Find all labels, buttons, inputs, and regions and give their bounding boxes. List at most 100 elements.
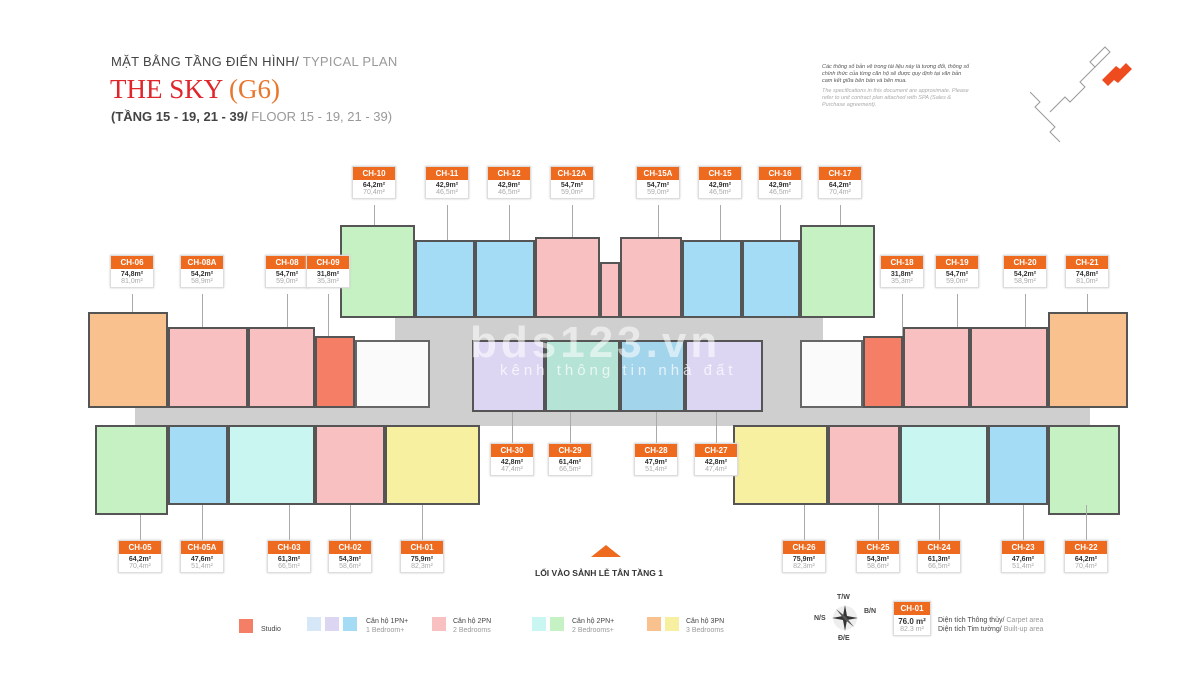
apartment-unit[interactable] (168, 425, 228, 505)
apartment-unit[interactable] (828, 425, 900, 505)
unit-id: CH-23 (1002, 541, 1044, 554)
apartment-unit[interactable] (248, 327, 315, 408)
apartment-unit[interactable] (1048, 425, 1120, 515)
legend-swatch-1pn (343, 617, 357, 631)
corridor (430, 338, 472, 418)
apartment-unit[interactable] (545, 340, 620, 412)
current-block-marker (1102, 63, 1132, 86)
apartment-unit[interactable] (988, 425, 1048, 505)
watermark: bds123.vn (470, 318, 722, 367)
builtup-area: 58,6m² (867, 563, 889, 570)
leader-line (289, 505, 290, 540)
leader-line (716, 412, 717, 443)
unit-id: CH-11 (426, 167, 468, 180)
apartment-unit[interactable] (900, 425, 988, 505)
apartment-unit[interactable] (385, 425, 480, 505)
entrance-label: LỐI VÀO SẢNH LỄ TÂN TẦNG 1 (535, 568, 663, 578)
builtup-area: 35,3m² (317, 278, 339, 285)
carpet-area: 42,9m² (497, 182, 521, 189)
apartment-unit[interactable] (742, 240, 800, 318)
builtup-area: 47,4m² (501, 466, 523, 473)
compass-rose-icon (832, 605, 858, 631)
leader-line (374, 205, 375, 225)
unit-id: CH-17 (819, 167, 861, 180)
apartment-unit[interactable] (685, 340, 763, 412)
apartment-unit[interactable] (970, 327, 1048, 408)
apartment-unit[interactable] (682, 240, 742, 318)
apartment-unit[interactable] (415, 240, 475, 318)
apartment-unit[interactable] (600, 262, 620, 318)
leader-line (328, 294, 329, 336)
apartment-unit[interactable] (228, 425, 315, 505)
leader-line (350, 505, 351, 540)
apartment-unit[interactable] (800, 225, 875, 318)
builtup-area: 66,5m² (559, 466, 581, 473)
leader-line (902, 294, 903, 336)
apartment-unit[interactable] (863, 336, 903, 408)
legend-swatch-3pn (665, 617, 679, 631)
legend-swatch-1pn (307, 617, 321, 631)
key-unit-label: CH-01 76.0 m² 82.3 m² (893, 601, 931, 636)
apartment-unit[interactable] (95, 425, 168, 515)
leader-line (140, 515, 141, 540)
apartment-unit[interactable] (1048, 312, 1128, 408)
unit-id: CH-19 (936, 256, 978, 269)
corridor (135, 406, 1090, 426)
apartment-unit[interactable] (535, 237, 600, 318)
builtup-area: 46,5m² (436, 189, 458, 196)
apartment-unit[interactable] (620, 340, 685, 412)
apartment-unit[interactable] (475, 240, 535, 318)
apartment-unit[interactable] (620, 237, 682, 318)
apartment-unit[interactable] (472, 340, 545, 412)
apartment-unit[interactable] (733, 425, 828, 505)
carpet-area: 47,6m² (190, 556, 214, 563)
apartment-unit[interactable] (315, 336, 355, 408)
apartment-unit[interactable] (315, 425, 385, 505)
leader-line (804, 505, 805, 540)
corridor (763, 338, 801, 418)
leader-line (287, 294, 288, 327)
key-builtup-label: Diện tích Tim tường/ Built-up area (938, 626, 1044, 633)
carpet-area: 64,2m² (362, 182, 386, 189)
apartment-unit[interactable] (903, 327, 970, 408)
floor-range: (TẦNG 15 - 19, 21 - 39/ FLOOR 15 - 19, 2… (111, 109, 393, 124)
apartment-unit[interactable] (168, 327, 248, 408)
carpet-area: 54,7m² (275, 271, 299, 278)
unit-id: CH-05 (119, 541, 161, 554)
apartment-unit[interactable] (340, 225, 415, 318)
leader-line (1025, 294, 1026, 327)
apartment-unit[interactable] (88, 312, 168, 408)
leader-line (572, 205, 573, 237)
